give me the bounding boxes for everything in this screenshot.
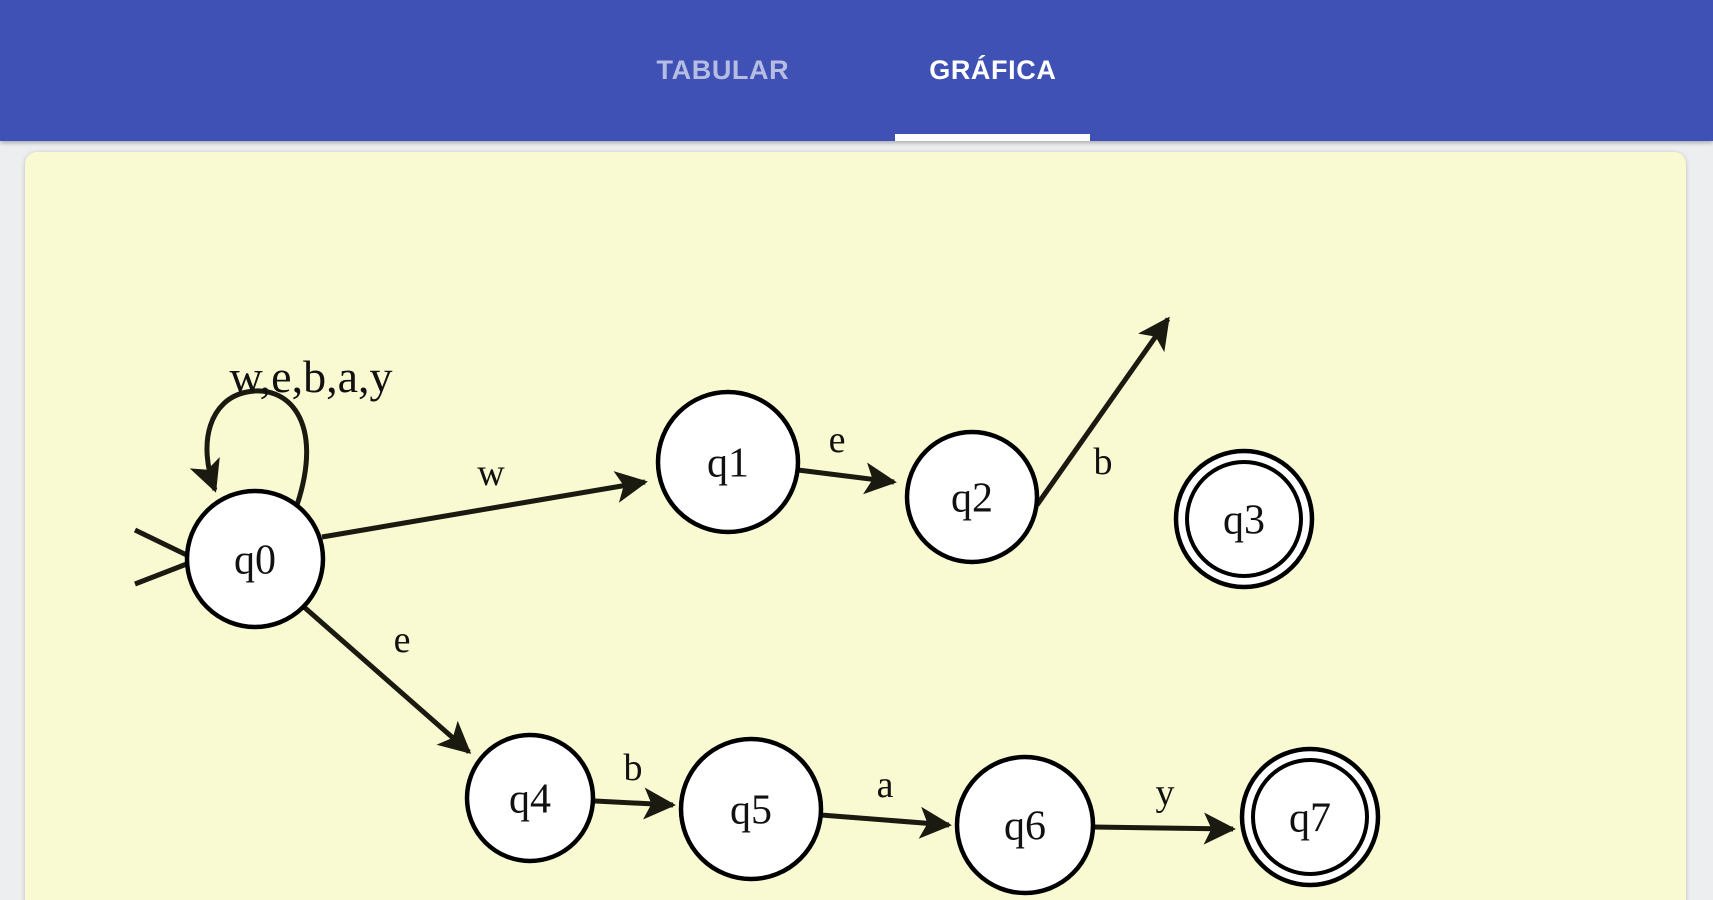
state-node-q0[interactable]: q0 <box>184 488 326 630</box>
transition-label-q6-q7: y <box>1156 772 1175 814</box>
transition-label-q0-q0: w,e,b,a,y <box>229 351 392 402</box>
tab-grafica[interactable]: GRÁFICA <box>895 0 1091 141</box>
tab-tabular-label: TABULAR <box>656 55 790 85</box>
graph-canvas-card[interactable]: w,e,b,a,y w e b <box>25 152 1686 900</box>
transition-q0-q0[interactable]: w,e,b,a,y <box>189 351 393 506</box>
state-label-q7: q7 <box>1289 796 1331 842</box>
transition-label-q5-q6: a <box>877 764 894 806</box>
transition-label-q2-q3: b <box>1094 441 1113 483</box>
state-label-q2: q2 <box>951 476 993 522</box>
state-label-q5: q5 <box>730 788 772 834</box>
state-node-q3[interactable]: q3 <box>1173 448 1315 590</box>
transition-label-q0-q1: w <box>477 452 505 494</box>
transition-q5-q6[interactable]: a <box>820 764 952 839</box>
app-bar: TABULAR GRÁFICA <box>0 0 1713 141</box>
state-node-q1[interactable]: q1 <box>655 389 801 535</box>
tab-grafica-label: GRÁFICA <box>929 55 1057 85</box>
state-label-q6: q6 <box>1004 804 1046 850</box>
transition-q6-q7[interactable]: y <box>1092 772 1236 845</box>
state-label-q3: q3 <box>1223 498 1265 544</box>
tab-tabular[interactable]: TABULAR <box>623 0 824 141</box>
transition-label-q1-q2: e <box>829 419 846 461</box>
state-label-q0: q0 <box>234 538 276 584</box>
transition-q2-q3[interactable]: b <box>1034 316 1171 507</box>
transition-label-q0-q4: e <box>394 619 411 661</box>
state-node-q5[interactable]: q5 <box>678 736 824 882</box>
transition-q1-q2[interactable]: e <box>797 419 897 495</box>
transition-q0-q1[interactable]: w <box>321 452 648 540</box>
transition-label-q4-q5: b <box>624 747 643 789</box>
automaton-graph-svg[interactable]: w,e,b,a,y w e b <box>25 152 1686 900</box>
state-node-q7[interactable]: q7 <box>1239 746 1381 888</box>
tab-grafica-underline <box>895 134 1091 141</box>
state-label-q1: q1 <box>707 441 749 487</box>
transition-q0-q4[interactable]: e <box>302 605 472 754</box>
state-node-q6[interactable]: q6 <box>954 754 1096 896</box>
state-node-q2[interactable]: q2 <box>904 429 1040 565</box>
tab-strip: TABULAR GRÁFICA <box>0 0 1713 141</box>
state-label-q4: q4 <box>509 777 551 823</box>
transition-q4-q5[interactable]: b <box>594 747 676 820</box>
state-node-q4[interactable]: q4 <box>464 732 596 864</box>
